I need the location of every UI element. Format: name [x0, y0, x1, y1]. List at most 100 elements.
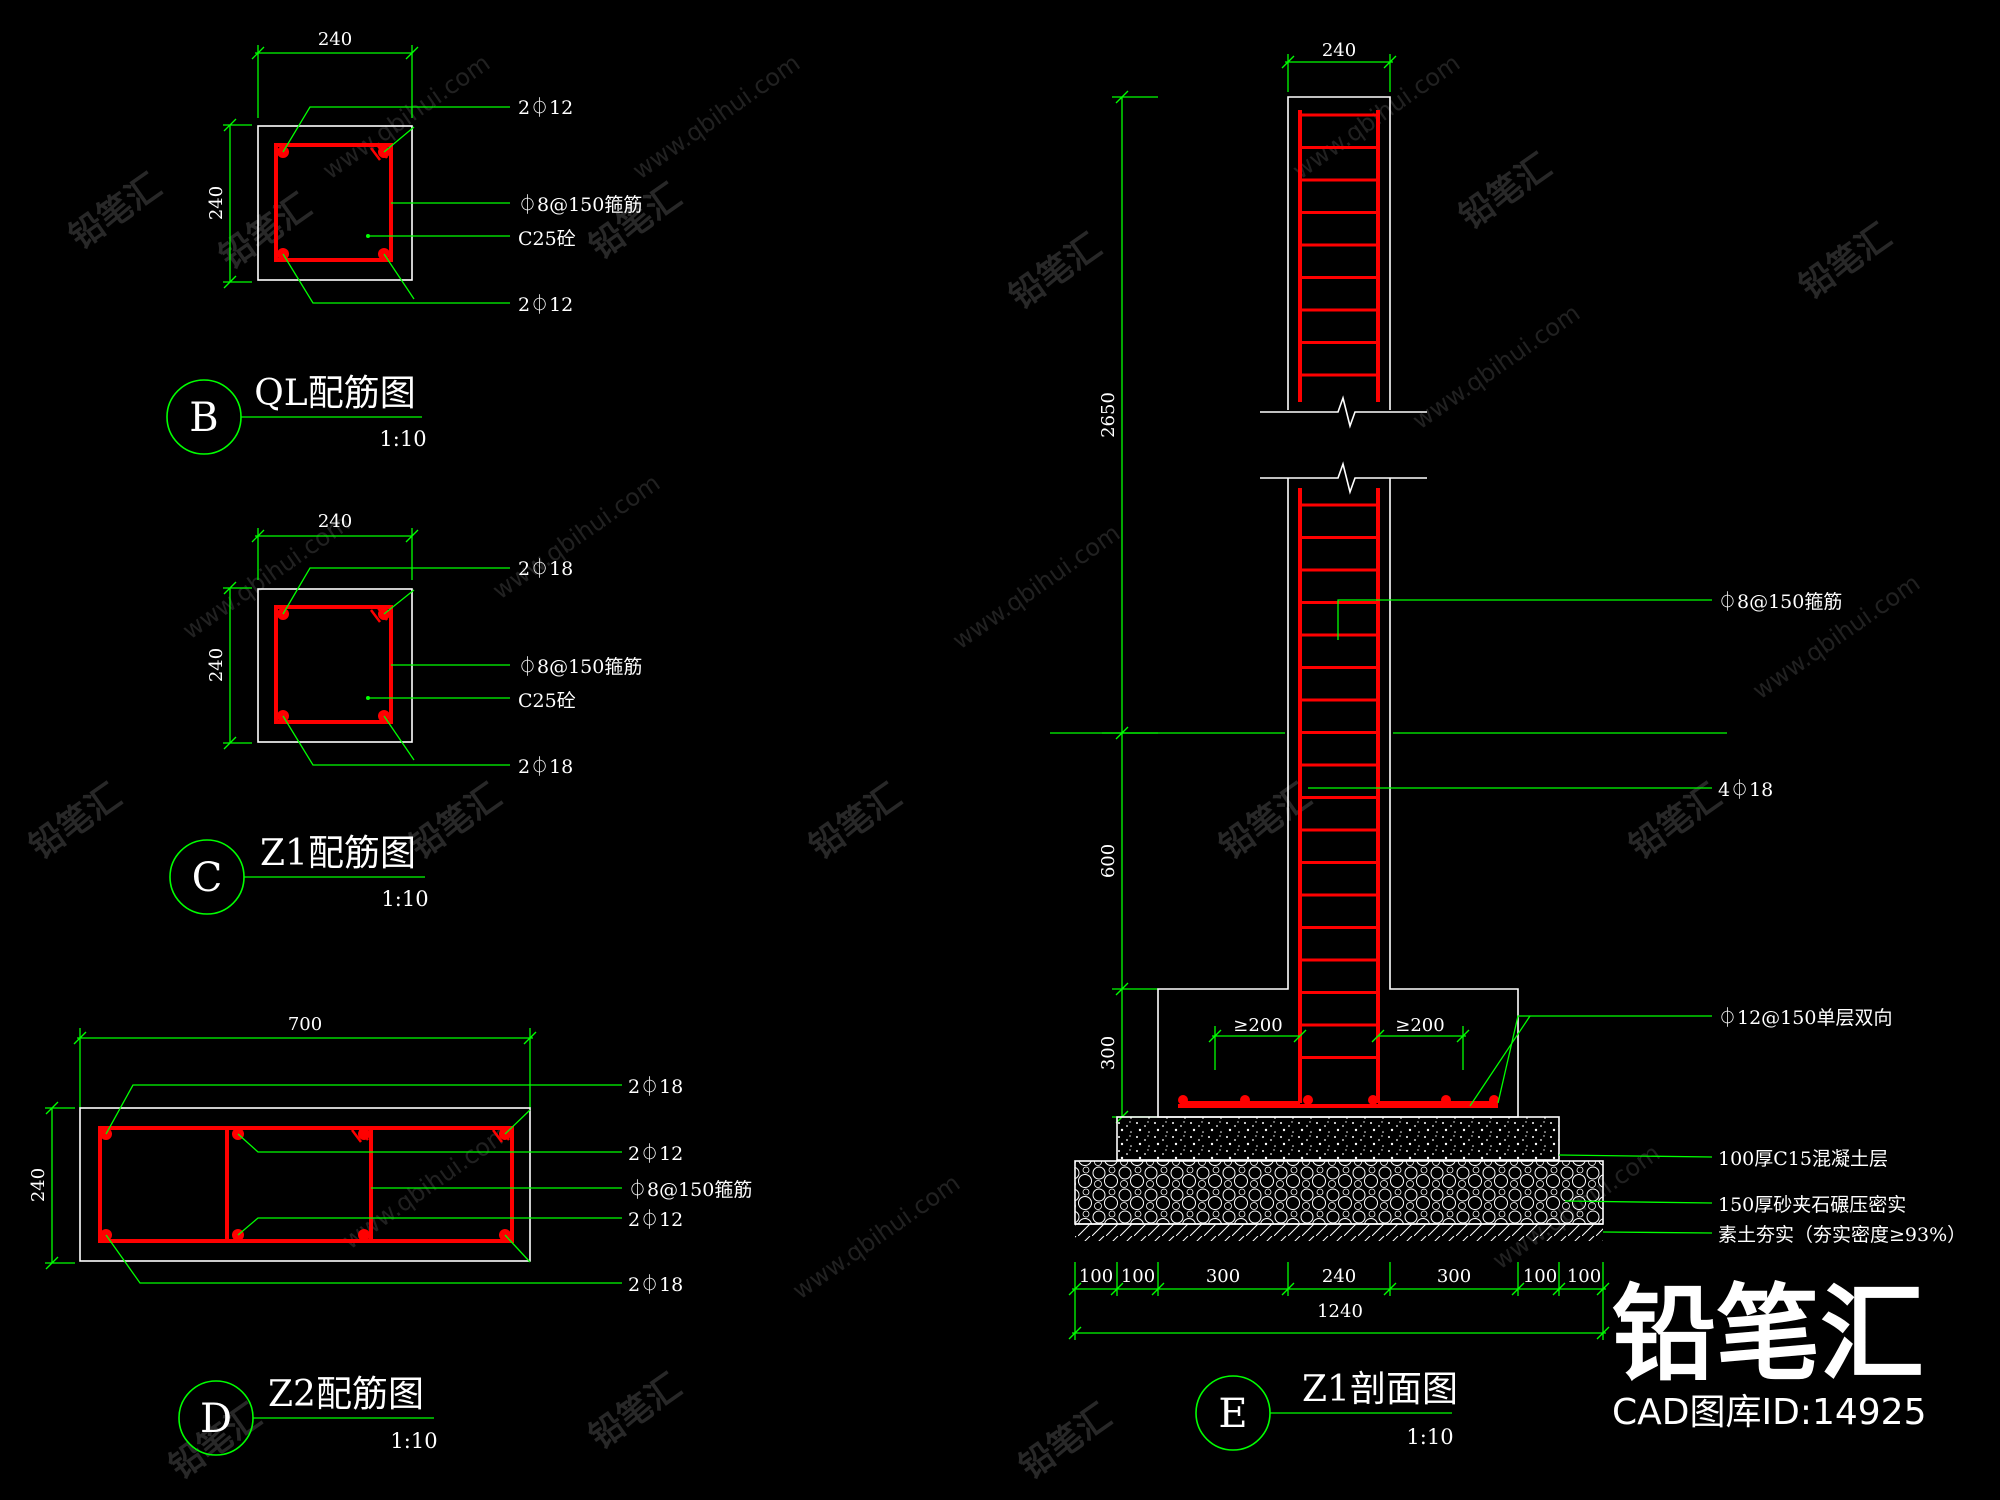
callout-top-middle-bars: 2⏀12	[628, 1142, 683, 1165]
callout-top-bars: 2⏀18	[518, 557, 573, 580]
dim-height-above-ground: 2650	[1098, 392, 1119, 438]
rebar-dot	[1489, 1095, 1499, 1105]
callout-concrete-bed: 100厚C15混凝土层	[1718, 1148, 1888, 1170]
watermark-brand: 铅笔汇	[1622, 776, 1728, 867]
callout-bottom-bars: 2⏀12	[518, 293, 573, 316]
rebar-dot	[1240, 1095, 1250, 1105]
callout-stirrup: ⏀8@150箍筋	[518, 655, 642, 678]
watermark-url: www.qbihui.com	[627, 49, 805, 185]
stirrup-group-lower	[1300, 503, 1378, 1059]
dim-width: 240	[318, 511, 352, 532]
compacted-soil	[1075, 1224, 1603, 1241]
dim-width: 700	[288, 1014, 322, 1035]
outer-stirrup	[98, 1126, 514, 1243]
column-outline	[79, 1107, 531, 1262]
watermark-brand: 铅笔汇	[1012, 1396, 1118, 1487]
dim-total-width: 1240	[1317, 1301, 1363, 1322]
watermark-url: www.qbihui.com	[317, 49, 495, 185]
break-line	[1260, 461, 1427, 495]
callout-stirrup: ⏀8@150箍筋	[1718, 590, 1842, 613]
watermark-brand: 铅笔汇	[1002, 226, 1108, 317]
detail-b-ql-section: 240 240 2⏀12 ⏀8@150箍筋 C25砼 2⏀12 B QL配筋图 …	[166, 29, 642, 455]
callout-main-bars: 4⏀18	[1718, 778, 1773, 801]
watermark-url: www.qbihui.com	[1747, 569, 1925, 705]
watermark-brand: 铅笔汇	[22, 776, 128, 867]
watermark-brand: 铅笔汇	[62, 166, 168, 257]
callout-bottom-corner-bars: 2⏀18	[628, 1273, 683, 1296]
detail-marker-letter: D	[200, 1396, 232, 1442]
rebar-dot	[358, 1128, 370, 1140]
stirrup	[274, 605, 393, 724]
dim-seg: 100	[1567, 1266, 1601, 1287]
stirrup-group-upper	[1300, 113, 1378, 377]
dim-seg: 300	[1206, 1266, 1240, 1287]
brand-name: 铅笔汇	[1612, 1273, 1924, 1395]
callout-concrete: C25砼	[518, 228, 576, 250]
callout-soil: 素土夯实（夯实密度≥93%）	[1718, 1224, 1966, 1246]
rebar-dot	[1303, 1095, 1313, 1105]
callout-stirrup: ⏀8@150箍筋	[518, 193, 642, 216]
watermark-url: www.qbihui.com	[947, 519, 1125, 655]
watermark-brand: 铅笔汇	[402, 776, 508, 867]
callout-concrete: C25砼	[518, 690, 576, 712]
watermark-brand: 铅笔汇	[1212, 776, 1318, 867]
dim-anchor-right: ≥200	[1395, 1015, 1444, 1036]
detail-c-z1-section: 240 240 2⏀18 ⏀8@150箍筋 C25砼 2⏀18 C Z1配筋图 …	[169, 511, 642, 915]
rebar-dot	[1368, 1095, 1378, 1105]
dim-footing-depth: 300	[1098, 1036, 1119, 1070]
detail-marker-letter: C	[192, 855, 223, 901]
brand-id: CAD图库ID:14925	[1612, 1392, 1926, 1433]
detail-scale: 1:10	[379, 427, 426, 451]
watermark-brand: 铅笔汇	[212, 186, 318, 277]
dim-seg: 100	[1523, 1266, 1557, 1287]
watermark-brand: 铅笔汇	[582, 176, 688, 267]
brand-stamp: 铅笔汇 CAD图库ID:14925	[1612, 1273, 1926, 1433]
detail-e-z1-elevation: 240 2650 600 300	[1050, 40, 1966, 1451]
callout-top-corner-bars: 2⏀18	[628, 1075, 683, 1098]
callout-bottom-bars: 2⏀18	[518, 755, 573, 778]
column-outline	[1287, 96, 1391, 410]
dim-seg: 100	[1079, 1266, 1113, 1287]
detail-marker-letter: E	[1218, 1391, 1247, 1437]
dim-column-width: 240	[1322, 40, 1356, 61]
gravel-layer	[1074, 1160, 1604, 1225]
dim-width: 240	[318, 29, 352, 50]
break-line	[1260, 395, 1427, 429]
c15-concrete-bed	[1116, 1116, 1560, 1161]
dim-anchor-left: ≥200	[1233, 1015, 1282, 1036]
dim-seg: 240	[1322, 1266, 1356, 1287]
dim-height: 240	[28, 1168, 49, 1202]
watermark-url: www.qbihui.com	[1407, 299, 1585, 435]
watermark-layer: 铅笔汇 铅笔汇 www.qbihui.com 铅笔汇 www.qbihui.co…	[22, 49, 1925, 1488]
detail-d-z2-section: 700 240 2⏀18 2⏀12 ⏀8@150箍筋 2⏀12 2⏀18	[28, 1014, 752, 1456]
detail-title: QL配筋图	[254, 373, 415, 414]
dim-seg: 300	[1437, 1266, 1471, 1287]
callout-stirrup: ⏀8@150箍筋	[628, 1178, 752, 1201]
watermark-brand: 铅笔汇	[802, 776, 908, 867]
rebar-dot	[1441, 1095, 1451, 1105]
rebar-dot	[1178, 1095, 1188, 1105]
detail-scale: 1:10	[390, 1429, 437, 1453]
dim-height: 240	[206, 648, 227, 682]
callout-footing-mesh: ⏀12@150单层双向	[1718, 1006, 1892, 1029]
dim-height: 240	[206, 186, 227, 220]
callout-bottom-middle-bars: 2⏀12	[628, 1208, 683, 1231]
watermark-url: www.qbihui.com	[487, 469, 665, 605]
watermark-brand: 铅笔汇	[1792, 216, 1898, 307]
detail-title: Z2配筋图	[268, 1374, 424, 1415]
detail-scale: 1:10	[1406, 1425, 1453, 1449]
watermark-brand: 铅笔汇	[1452, 146, 1558, 237]
dim-height-below-ground: 600	[1098, 844, 1119, 878]
callout-gravel: 150厚砂夹石碾压密实	[1718, 1194, 1906, 1216]
detail-title: Z1剖面图	[1302, 1369, 1458, 1410]
watermark-brand: 铅笔汇	[582, 1366, 688, 1457]
callout-top-bars: 2⏀12	[518, 96, 573, 119]
watermark-url: www.qbihui.com	[787, 1169, 965, 1305]
detail-marker-letter: B	[189, 395, 218, 441]
dim-seg: 100	[1121, 1266, 1155, 1287]
detail-scale: 1:10	[381, 887, 428, 911]
detail-title: Z1配筋图	[260, 833, 416, 874]
rebar-dot	[358, 1229, 370, 1241]
